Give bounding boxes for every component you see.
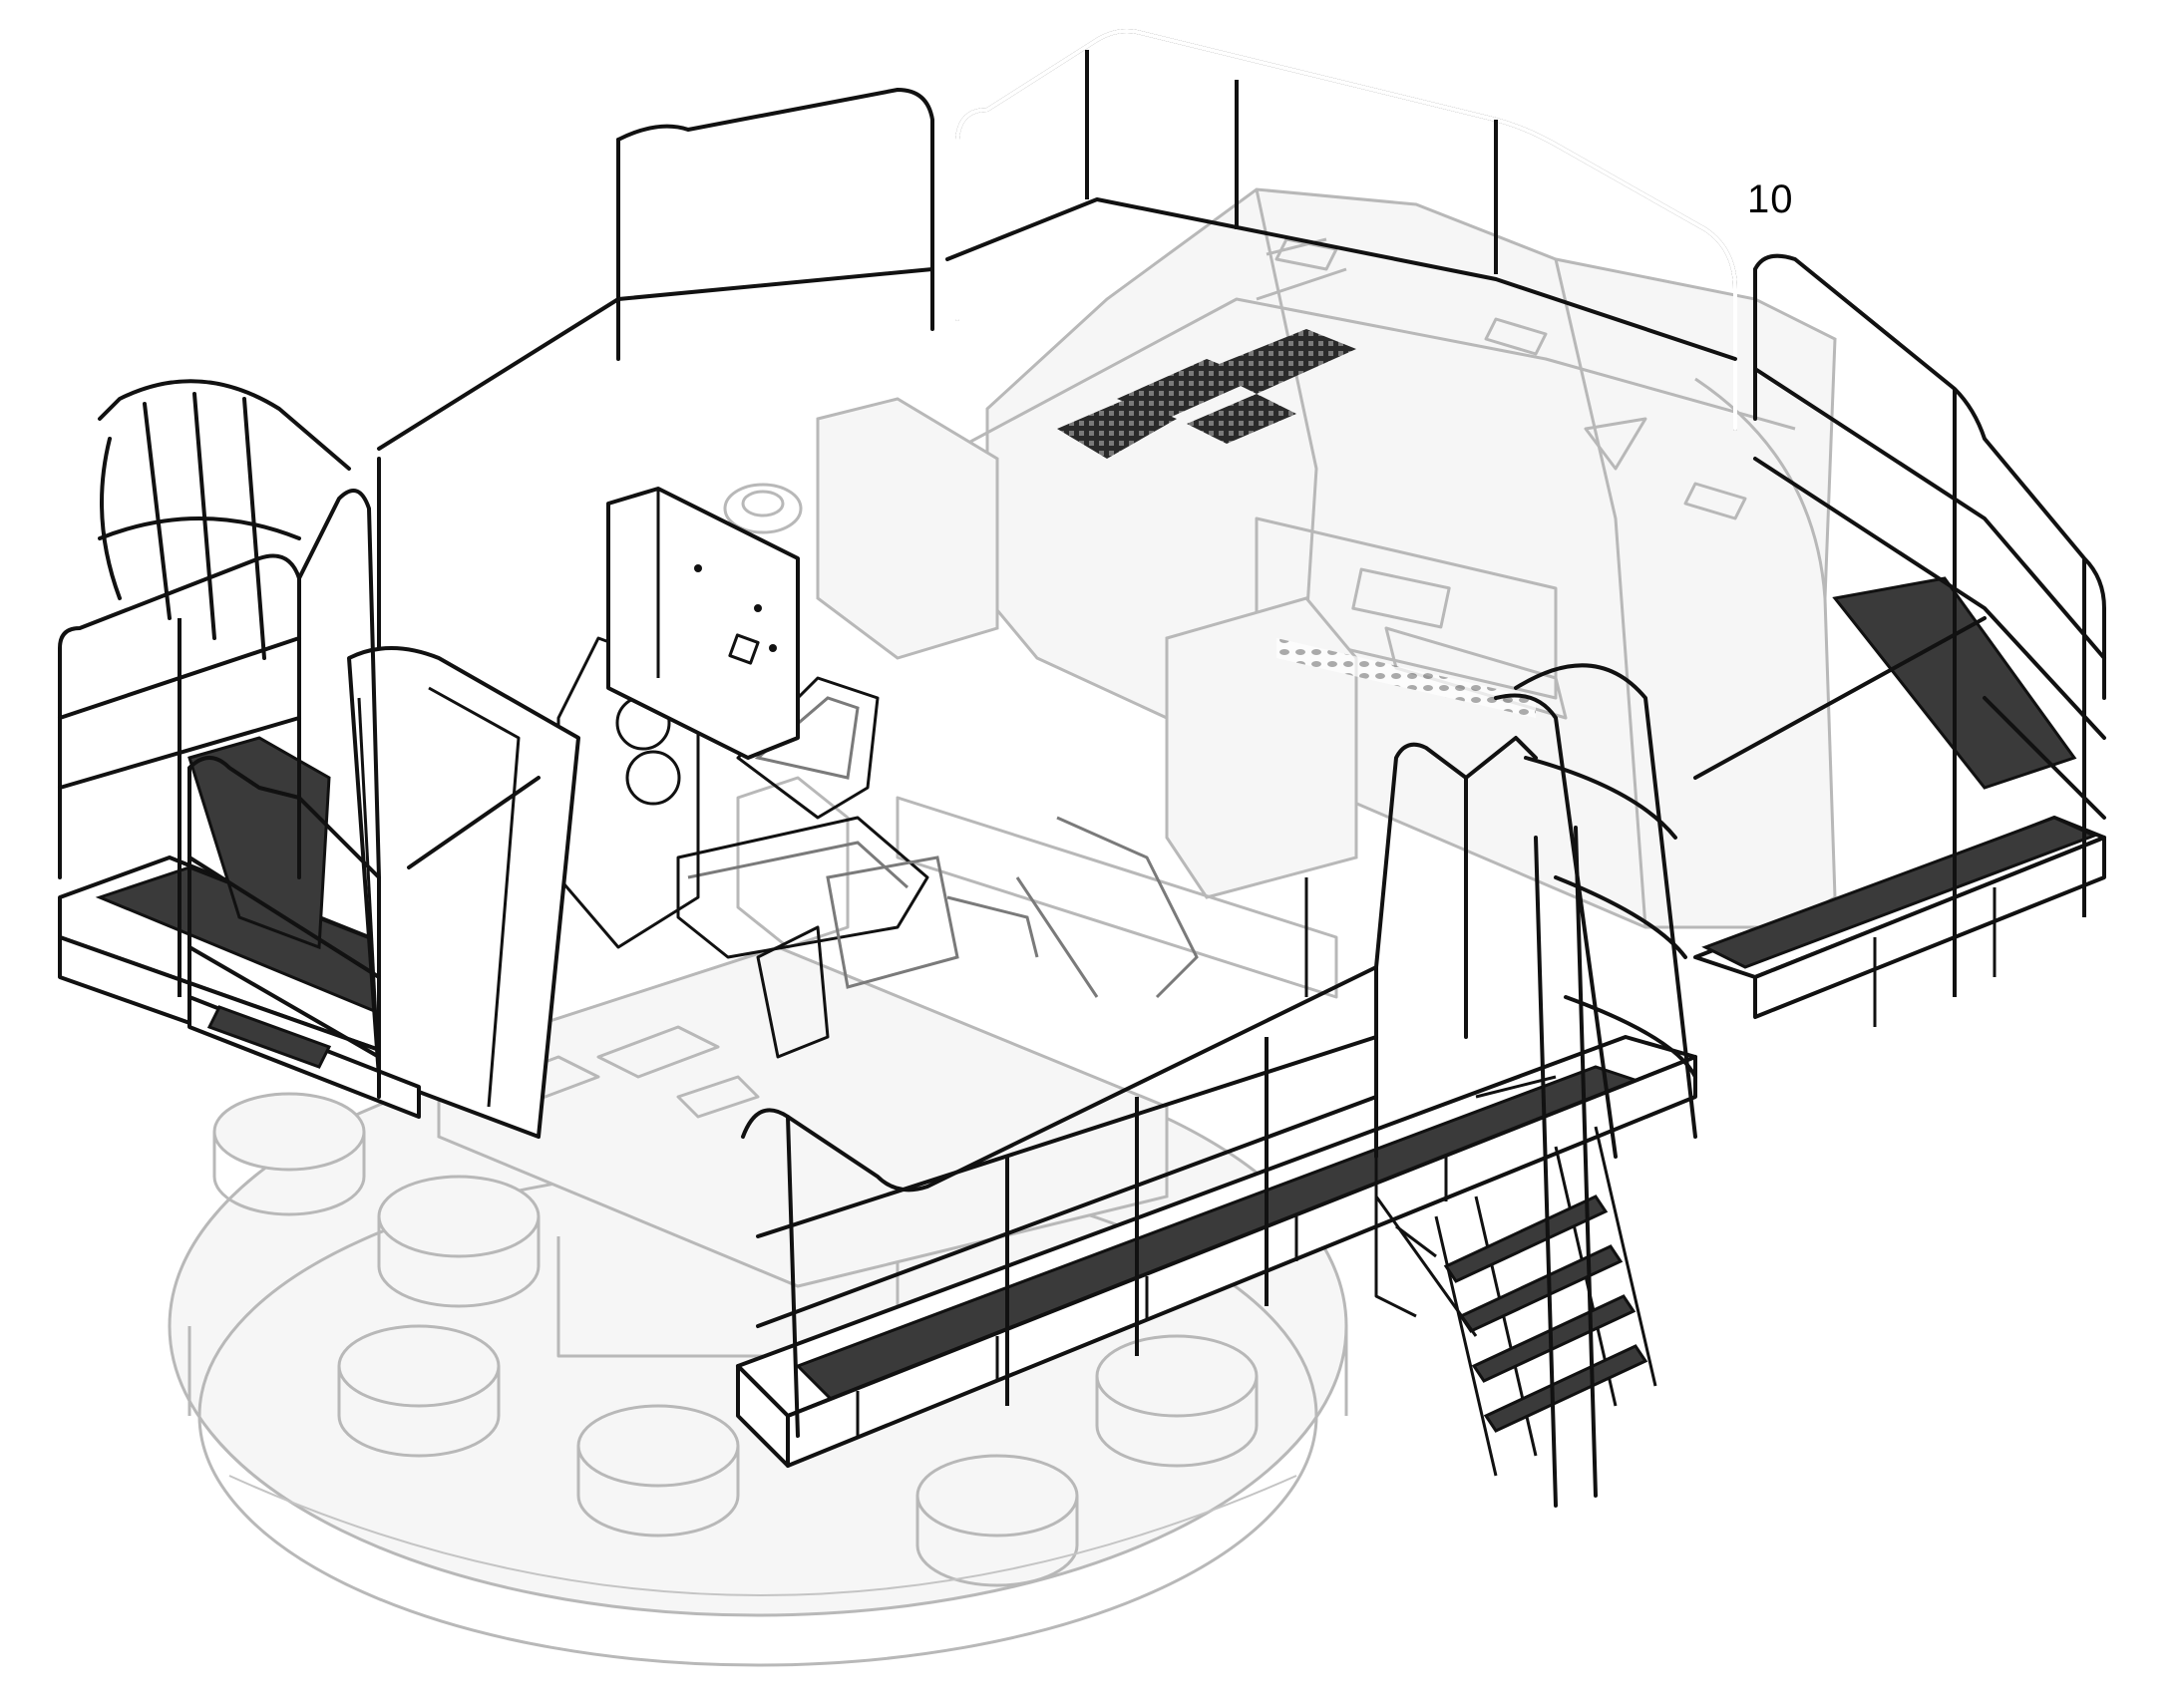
handrail-left [58,489,541,1099]
engine-housing [723,187,1837,929]
handrail-right [1693,253,2106,997]
left-walkway [58,646,580,1139]
handrail-front [741,736,1538,1438]
access-ladder [1374,826,1657,1508]
ladder-cage-left [98,379,351,660]
right-walkway [1693,576,2106,1027]
frame-details [946,816,1557,1318]
ladder-cage-right [1494,663,1697,1159]
front-walkway [736,1035,1697,1468]
handrail-rear [377,29,1737,650]
control-cabinet [606,487,800,760]
callout-label: 10 [1747,177,1794,221]
